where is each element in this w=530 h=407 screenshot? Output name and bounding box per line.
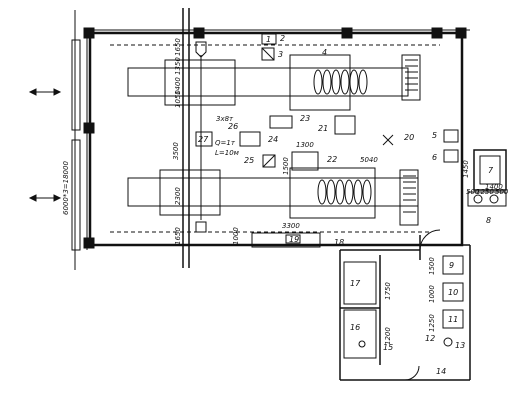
lower-coils bbox=[317, 179, 372, 205]
label-3: 3 bbox=[278, 50, 283, 59]
label-24: 24 bbox=[268, 135, 278, 144]
equipment-22 bbox=[291, 151, 319, 171]
dim-3500: 3500 bbox=[172, 142, 180, 160]
equipment-18 bbox=[251, 232, 321, 248]
equipment-9 bbox=[442, 255, 464, 275]
dim-1500b: 1500 bbox=[428, 257, 436, 275]
dim-500b: 500 bbox=[495, 188, 509, 196]
equipment-16 bbox=[343, 309, 377, 359]
label-22: 22 bbox=[327, 155, 337, 164]
dim-500a: 500 bbox=[466, 188, 480, 196]
dim-1650-top: 1650 bbox=[174, 38, 182, 56]
equipment-27 bbox=[195, 131, 213, 147]
dim-1300: 1300 bbox=[296, 141, 314, 149]
annex bbox=[339, 229, 471, 381]
upper-line bbox=[127, 54, 421, 111]
label-25: 25 bbox=[244, 156, 254, 165]
dim-1250b: 1250 bbox=[428, 314, 436, 332]
label-17: 17 bbox=[350, 279, 361, 288]
label-16: 16 bbox=[350, 323, 360, 332]
equipment-17 bbox=[343, 261, 377, 305]
equipment-13 bbox=[443, 337, 453, 347]
dim-1750: 1750 bbox=[384, 282, 392, 300]
dim-2300: 2300 bbox=[174, 187, 182, 205]
upper-coils bbox=[313, 69, 368, 95]
dim-1000b: 1000 bbox=[428, 285, 436, 303]
label-4: 4 bbox=[322, 48, 327, 57]
dim-1400: 1400 bbox=[174, 77, 182, 95]
label-12: 12 bbox=[425, 334, 435, 343]
equipment-10 bbox=[442, 282, 464, 302]
dim-1200: 1200 bbox=[384, 327, 392, 345]
label-8: 8 bbox=[486, 216, 491, 225]
label-23: 23 bbox=[300, 114, 310, 123]
left-arrow bbox=[28, 88, 62, 96]
label-20: 20 bbox=[404, 133, 414, 142]
label-18: 18 bbox=[334, 238, 344, 247]
dim-1450: 1450 bbox=[462, 160, 470, 178]
equipment-8 bbox=[467, 191, 507, 207]
label-11: 11 bbox=[448, 315, 458, 324]
dim-span-total: 6000*3=18000 bbox=[62, 161, 70, 215]
label-14: 14 bbox=[436, 367, 446, 376]
right-arrow bbox=[28, 194, 62, 202]
label-9: 9 bbox=[449, 261, 454, 270]
dim-1000: 1000 bbox=[232, 227, 240, 245]
building-outline bbox=[88, 31, 464, 247]
label-13: 13 bbox=[455, 341, 465, 350]
equipment-21 bbox=[334, 115, 356, 135]
equipment-11 bbox=[442, 309, 464, 329]
crane-hook-upper bbox=[195, 41, 207, 58]
columns bbox=[83, 27, 467, 249]
label-10: 10 bbox=[448, 288, 458, 297]
label-1: 1 bbox=[266, 35, 271, 44]
equipment-25 bbox=[262, 154, 276, 168]
label-27: 27 bbox=[198, 135, 209, 144]
dim-1400b: 1400 bbox=[485, 183, 503, 191]
equipment-3 bbox=[261, 47, 275, 61]
crane-span: L=10м bbox=[215, 149, 240, 157]
equipment-5 bbox=[443, 129, 459, 143]
crane-hook-lower bbox=[195, 221, 207, 233]
label-15: 15 bbox=[383, 343, 393, 352]
equipment-24 bbox=[239, 131, 261, 147]
dim-1350: 1350 bbox=[174, 57, 182, 75]
dim-3300: 3300 bbox=[282, 222, 300, 230]
lower-line bbox=[127, 167, 419, 226]
dim-5040: 5040 bbox=[360, 156, 378, 164]
label-19: 19 bbox=[289, 235, 299, 244]
equipment-6 bbox=[443, 149, 459, 163]
label-2: 2 bbox=[280, 34, 285, 43]
label-21: 21 bbox=[318, 124, 328, 133]
equipment-23 bbox=[269, 115, 293, 129]
crane-qty: 3x8т bbox=[216, 115, 234, 123]
label-5: 5 bbox=[432, 131, 437, 140]
equipment-19 bbox=[285, 234, 301, 244]
dim-1500: 1500 bbox=[282, 157, 290, 175]
crane-load: Q=1т bbox=[215, 139, 236, 147]
equipment-7 bbox=[473, 149, 507, 191]
label-26: 26 bbox=[228, 122, 238, 131]
equipment-1 bbox=[261, 33, 277, 45]
label-6: 6 bbox=[432, 153, 437, 162]
label-7: 7 bbox=[488, 166, 494, 175]
dim-1250: 1250 bbox=[476, 188, 494, 196]
dim-1650-bot: 1650 bbox=[174, 227, 182, 245]
dim-1050: 1050 bbox=[174, 90, 182, 108]
